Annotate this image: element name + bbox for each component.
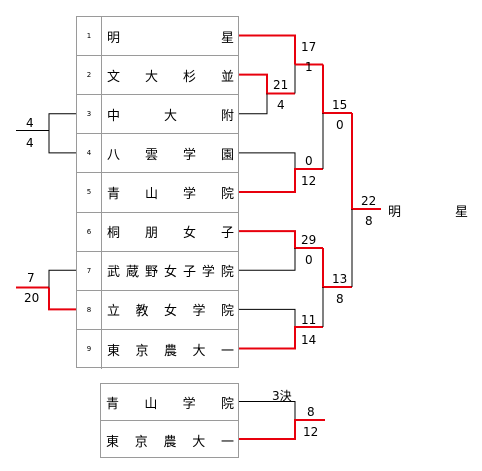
team-name: 東京農大一 (107, 343, 234, 359)
third-place-team-list: 青山学院 東京農大一 (100, 383, 239, 458)
team-row: 9 東京農大一 (77, 329, 238, 369)
seed-number: 9 (77, 329, 102, 369)
team-row: 7 武蔵野女子学院 (77, 251, 238, 291)
team-name: 明星 (107, 30, 234, 46)
team-row: 6 桐朋女子 (77, 212, 238, 252)
bracket-line (239, 152, 296, 169)
team-list: 1 明星 2 文大杉並 3 中大附 4 八雲学園 5 青山学院 6 桐朋女子 7 武蔵野女子学院 8 立教女学… (76, 16, 239, 369)
score: 0 (305, 154, 313, 168)
score: 4 (277, 98, 285, 112)
team-name: 立教女学院 (107, 304, 234, 320)
seed-number: 8 (77, 290, 102, 329)
winner-line (239, 230, 323, 249)
score: 12 (303, 425, 319, 439)
score: 14 (301, 333, 317, 347)
bracket-line (239, 93, 268, 115)
team-row: 5 青山学院 (77, 173, 238, 213)
team-name: 武蔵野女子学院 (107, 265, 234, 281)
score: 8 (336, 292, 344, 306)
third-place-row: 東京農大一 (101, 421, 238, 459)
team-name: 青山学院 (106, 396, 234, 412)
score: 13 (332, 272, 348, 286)
seed-number: 1 (77, 17, 102, 56)
team-row: 8 立教女学院 (77, 290, 238, 330)
third-place-label: 3決 (272, 389, 292, 403)
score: 29 (301, 233, 317, 247)
score: 17 (301, 40, 317, 54)
team-row: 4 八雲学園 (77, 134, 238, 174)
seed-number: 7 (77, 251, 102, 290)
bracket-line (48, 113, 76, 154)
score: 0 (336, 118, 344, 132)
team-name: 東京農大一 (106, 434, 234, 450)
score: 7 (27, 271, 35, 285)
score: 12 (301, 174, 317, 188)
seed-number: 4 (77, 134, 102, 173)
winner-line (239, 73, 295, 95)
score: 1 (305, 60, 313, 74)
bracket-line (239, 248, 296, 271)
winner-line (239, 168, 323, 193)
score: 4 (26, 116, 34, 130)
team-name: 文大杉並 (107, 69, 234, 85)
winner-line (239, 34, 296, 65)
team-name: 桐朋女子 (107, 226, 234, 242)
seed-number: 3 (77, 95, 102, 134)
score: 4 (26, 136, 34, 150)
team-name: 中大附 (107, 108, 234, 124)
score: 21 (273, 78, 289, 92)
team-name: 青山学院 (107, 186, 234, 202)
seed-number: 5 (77, 173, 102, 212)
team-row: 1 明星 (77, 17, 238, 57)
bracket-line (239, 308, 296, 327)
score: 15 (332, 98, 348, 112)
score: 20 (24, 291, 40, 305)
team-row: 2 文大杉並 (77, 56, 238, 96)
score: 8 (365, 214, 373, 228)
seed-number: 2 (77, 56, 102, 95)
score: 8 (307, 405, 315, 419)
winner-line (239, 326, 323, 350)
winner-line (48, 287, 76, 311)
score: 0 (305, 253, 313, 267)
champion-name: 明星 (388, 205, 468, 220)
score: 11 (301, 313, 317, 327)
score: 22 (361, 194, 377, 208)
winner-line (239, 419, 325, 440)
third-place-row: 青山学院 (101, 384, 238, 421)
bracket-line (239, 401, 296, 420)
bracket-line (48, 269, 76, 288)
team-name: 八雲学園 (107, 147, 234, 163)
team-row: 3 中大附 (77, 95, 238, 135)
seed-number: 6 (77, 212, 102, 251)
